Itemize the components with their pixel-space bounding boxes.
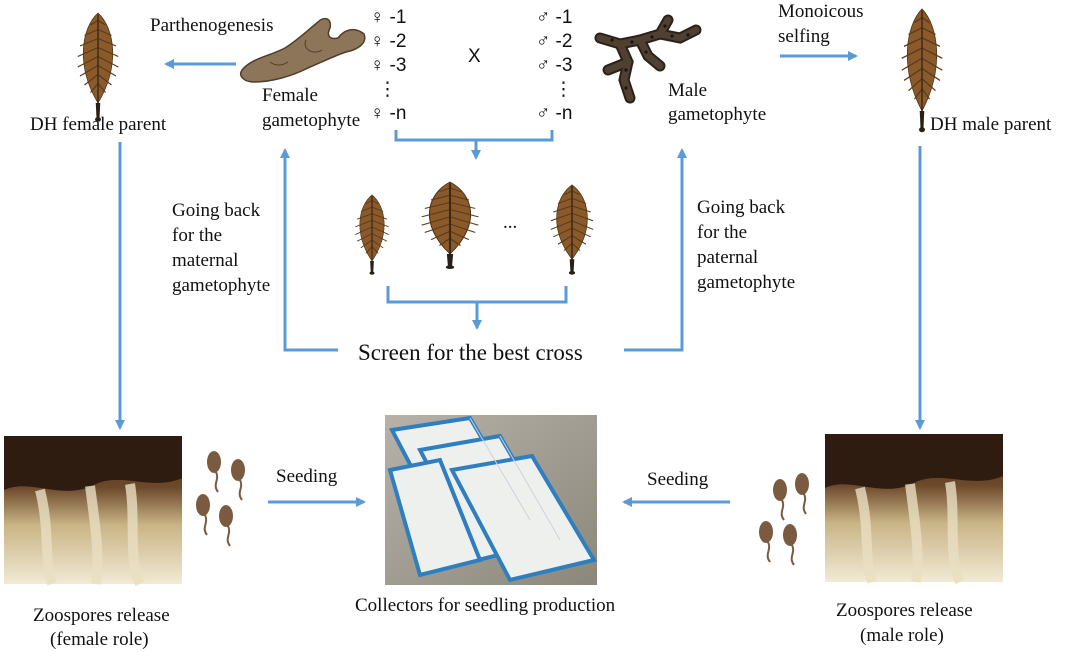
zoospores-female-label-2: (female role)	[50, 629, 149, 650]
hybrid-kelp-1-icon	[354, 194, 390, 276]
zoospores-male-label-2: (male role)	[860, 625, 944, 646]
cross-symbol: X	[468, 46, 481, 67]
female-list-item-1: ♀ -1	[370, 7, 406, 28]
dh-female-parent-label: DH female parent	[30, 114, 167, 135]
male-gametophyte-label-1: Male	[668, 80, 707, 101]
screen-bracket	[386, 286, 568, 304]
male-list-item-1: ♂ -1	[536, 7, 572, 28]
monoicous-selfing-label-1: Monoicous	[778, 1, 864, 22]
seeding-left-label: Seeding	[276, 466, 338, 487]
male-list-item-2: ♂ -2	[536, 31, 572, 52]
male-list-item-n: ♂ -n	[536, 103, 572, 124]
female-gametophyte-label-1: Female	[262, 85, 318, 106]
female-list-item-n: ♀ -n	[370, 103, 406, 124]
monoicous-selfing-label-2: selfing	[778, 26, 830, 47]
dh-female-kelp-icon	[77, 12, 119, 123]
going-back-maternal-label-4: gametophyte	[172, 275, 270, 296]
hybrid-kelp-3-icon	[550, 184, 594, 276]
male-list-item-3: ♂ -3	[536, 55, 572, 76]
going-back-paternal-label-1: Going back	[697, 197, 786, 218]
zoospore-release-male-image	[825, 434, 1003, 585]
going-back-maternal-label-2: for the	[172, 225, 222, 246]
female-list-ellipsis: ⋮	[378, 79, 397, 100]
dh-male-parent-label: DH male parent	[930, 114, 1052, 135]
male-list-ellipsis: ⋮	[554, 79, 573, 100]
female-list-item-2: ♀ -2	[370, 31, 406, 52]
female-list-item-3: ♀ -3	[370, 55, 406, 76]
male-gametophyte-icon	[594, 14, 702, 104]
collectors-label: Collectors for seedling production	[355, 595, 616, 616]
seeding-right-label: Seeding	[647, 469, 709, 490]
zoospores-male-label-1: Zoospores release	[836, 600, 973, 621]
zoospores-male-icon	[758, 472, 810, 566]
male-gametophyte-label-2: gametophyte	[668, 104, 766, 125]
going-back-paternal-arrow	[624, 148, 687, 352]
going-back-paternal-label-3: paternal	[697, 247, 758, 268]
collectors-image	[385, 415, 598, 585]
hybrid-ellipsis: ...	[503, 212, 517, 233]
screen-best-cross-label: Screen for the best cross	[358, 340, 583, 365]
going-back-paternal-label-2: for the	[697, 222, 747, 243]
hybrid-kelp-2-icon	[420, 180, 480, 271]
zoospore-release-female-image	[4, 436, 182, 587]
cross-bracket	[394, 130, 554, 142]
parthenogenesis-label: Parthenogenesis	[150, 15, 273, 36]
female-gametophyte-label-2: gametophyte	[262, 110, 360, 131]
going-back-paternal-label-4: gametophyte	[697, 272, 795, 293]
going-back-maternal-label-3: maternal	[172, 250, 238, 271]
going-back-maternal-arrow	[280, 148, 338, 352]
female-gametophyte-icon	[240, 17, 366, 83]
zoospores-female-icon	[195, 450, 246, 547]
zoospores-female-label-1: Zoospores release	[33, 605, 170, 626]
going-back-maternal-label-1: Going back	[172, 200, 261, 221]
